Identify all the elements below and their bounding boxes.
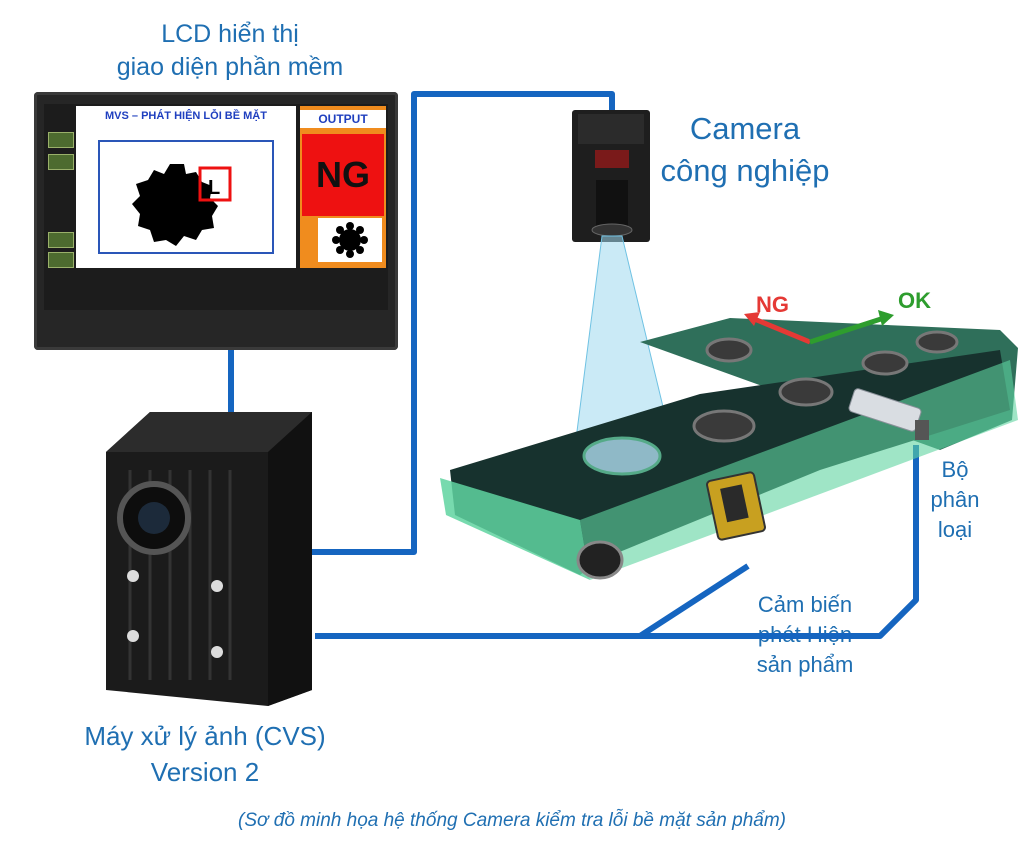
sorter-label-line-1: Bộ (941, 457, 969, 482)
screen-side-button[interactable] (48, 154, 74, 170)
camera-label-line-1: Camera (689, 111, 801, 146)
wire-cvs-to-sensor-sorter (315, 563, 750, 639)
ng-result-indicator: NG (302, 134, 384, 216)
camera-label: Camera công nghiệp (640, 108, 850, 192)
screen-side-button[interactable] (48, 232, 74, 248)
products (582, 330, 959, 476)
output-thumbnail (318, 218, 382, 262)
wire-sorter (640, 445, 919, 639)
wire-camera-to-cvs (310, 91, 615, 555)
defect-highlight-box (198, 166, 232, 202)
sensor-label-line-3: sản phẩm (756, 652, 854, 677)
ok-direction-label: OK (898, 288, 931, 313)
inspected-gear-image: L (132, 164, 232, 246)
inspection-image-frame: L (98, 140, 274, 254)
output-panel: OUTPUT NG (300, 106, 386, 268)
gear-thumbnail-icon (332, 222, 368, 258)
output-panel-title: OUTPUT (300, 110, 386, 128)
camera-label-line-2: công nghiệp (660, 153, 830, 188)
mvs-panel: MVS – PHÁT HIỆN LỖI BỀ MẶT L (76, 106, 296, 268)
screen-side-button[interactable] (48, 252, 74, 268)
cvs-label-line-1: Máy xử lý ảnh (CVS) (84, 721, 326, 751)
sorter-label: Bộ phân loại (920, 455, 990, 545)
product-sensor (706, 471, 766, 541)
wiring (228, 91, 919, 639)
cvs-processor (106, 412, 312, 706)
gear-product (692, 409, 756, 443)
sorter-label-line-3: loại (937, 517, 973, 542)
sorter-actuator (848, 388, 929, 440)
screen-side-button[interactable] (48, 132, 74, 148)
lcd-label-line-1: LCD hiển thị (161, 20, 299, 48)
cvs-label: Máy xử lý ảnh (CVS) Version 2 (40, 718, 370, 790)
sensor-label-line-1: Cảm biến (757, 592, 853, 617)
lcd-label: LCD hiển thị giao diện phần mềm (80, 18, 380, 84)
cvs-label-line-2: Version 2 (150, 757, 260, 787)
mvs-panel-title: MVS – PHÁT HIỆN LỖI BỀ MẶT (105, 110, 267, 122)
industrial-camera (572, 110, 650, 242)
defect-mark: L (208, 177, 220, 199)
ng-direction-label: NG (756, 292, 789, 317)
gear-product (705, 337, 753, 363)
gear-product (778, 377, 834, 407)
gear-product (915, 330, 959, 354)
gear-product-under-camera (582, 436, 662, 476)
gear-product (861, 350, 909, 376)
diagram-caption: (Sơ đồ minh họa hệ thống Camera kiểm tra… (238, 810, 786, 831)
sort-direction-arrows (744, 310, 894, 345)
sorter-label-line-2: phân (930, 487, 980, 512)
lcd-label-line-2: giao diện phần mềm (116, 53, 344, 81)
